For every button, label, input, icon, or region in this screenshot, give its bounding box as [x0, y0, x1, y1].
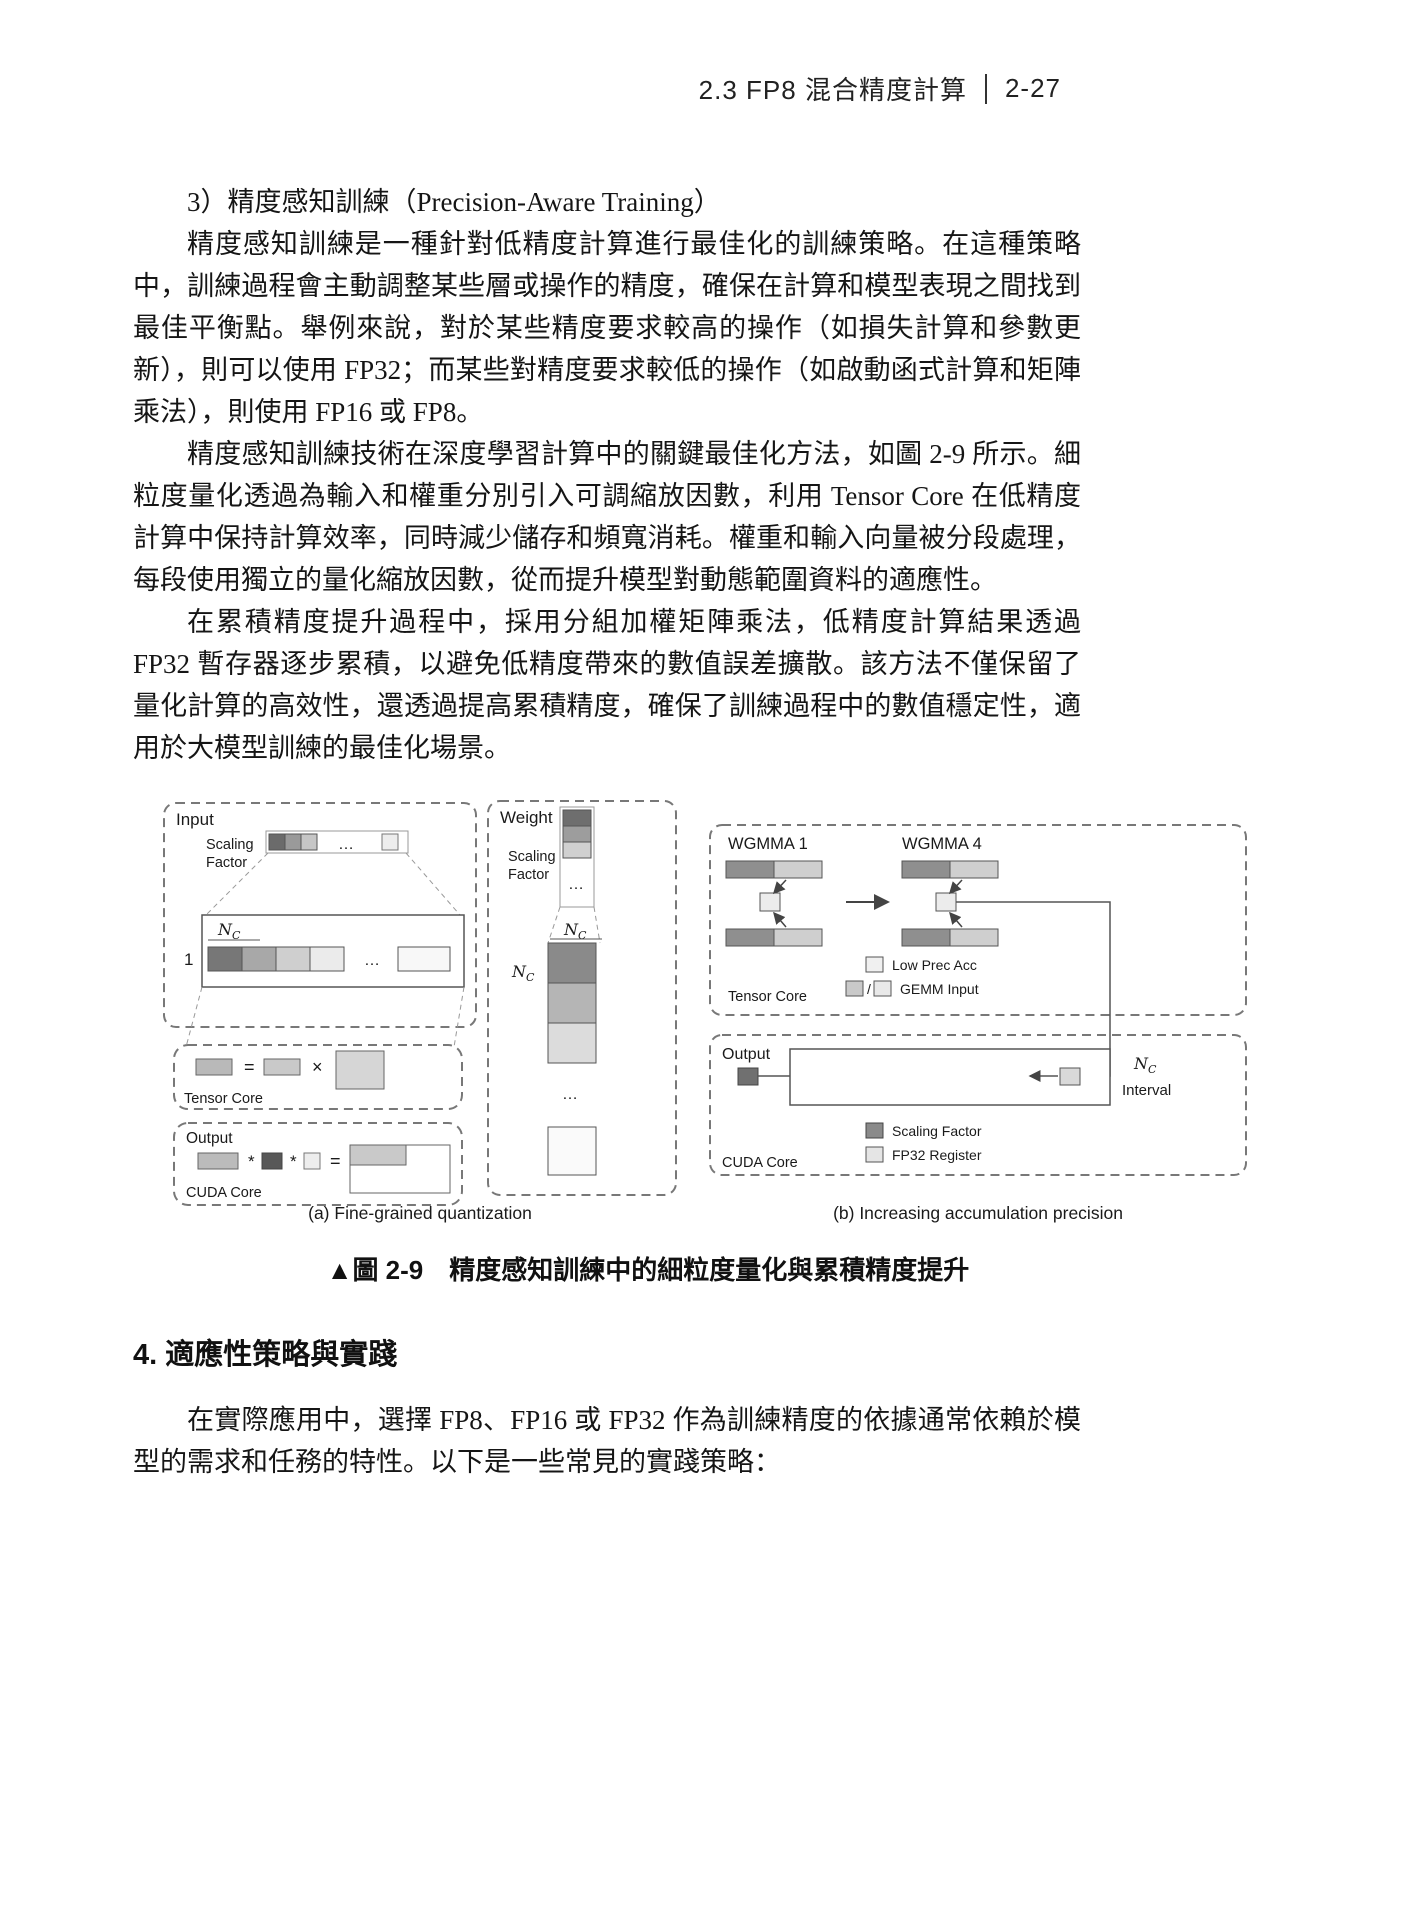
- wgmma1-group: [725, 860, 823, 947]
- svg-text:Factor: Factor: [508, 867, 549, 883]
- nc-label: NC: [563, 920, 587, 942]
- paragraph: 在累積精度提升過程中，採用分組加權矩陣乘法，低精度計算結果透過 FP32 暫存器…: [133, 607, 1081, 763]
- nc-label: NC: [1133, 1054, 1157, 1076]
- input-label: Input: [176, 810, 214, 829]
- section4-heading: 4. 適應性策略與實踐: [133, 1339, 398, 1371]
- cuda-core-label: CUDA Core: [186, 1185, 262, 1201]
- weight-scaling-strip: …: [559, 806, 595, 908]
- cuda-core-label: CUDA Core: [722, 1155, 798, 1171]
- tensor-core-label: Tensor Core: [728, 989, 807, 1005]
- input-scaling-row: …: [265, 830, 409, 854]
- weight-column: …: [547, 942, 597, 1176]
- svg-text:Factor: Factor: [206, 855, 247, 871]
- tensor-core-label: Tensor Core: [184, 1091, 263, 1107]
- input-vector-box: NC 1 …: [184, 914, 465, 988]
- fp32-register-label: FP32 Register: [892, 1147, 982, 1163]
- wgmma1-label: WGMMA 1: [728, 835, 808, 853]
- ellipsis: …: [338, 836, 354, 853]
- output-panel-b: Output NC Interval CUDA Core Scaling Fac…: [709, 1034, 1247, 1176]
- scaling-factor-label: Scaling: [206, 837, 254, 853]
- header-title: 2.3 FP8 混合精度計算: [698, 75, 967, 105]
- slash-sign: /: [867, 981, 871, 997]
- input-panel: Input Scaling Factor … NC: [163, 802, 477, 1048]
- output-panel-a: Output * * = CUDA Core: [173, 1122, 463, 1206]
- paragraph: 在實際應用中，選擇 FP8、FP16 或 FP32 作為訓練精度的依據通常依賴於…: [133, 1405, 1081, 1477]
- paragraph: 精度感知訓練是一種針對低精度計算進行最佳化的訓練策略。在這種策略中，訓練過程會主…: [133, 229, 1081, 427]
- ellipsis: …: [568, 876, 584, 893]
- figure-2-9: Input Scaling Factor … NC: [160, 797, 1250, 1234]
- section3-heading: 3）精度感知訓練（Precision-Aware Training）: [187, 187, 721, 217]
- output-label: Output: [722, 1046, 771, 1063]
- nc-label: NC: [217, 920, 241, 942]
- output-legend: Scaling Factor FP32 Register: [865, 1122, 982, 1163]
- nc-label: NC: [511, 962, 535, 984]
- main-text-block: 3）精度感知訓練（Precision-Aware Training） 精度感知訓…: [133, 181, 1081, 769]
- star-sign: *: [290, 1152, 297, 1171]
- ellipsis: …: [562, 1086, 578, 1103]
- figure-caption: ▲圖 2-9 精度感知訓練中的細粒度量化與累積精度提升: [326, 1255, 970, 1285]
- output-label: Output: [186, 1130, 233, 1147]
- low-prec-acc-label: Low Prec Acc: [892, 957, 977, 973]
- equals-sign: =: [330, 1151, 341, 1171]
- equals-sign: =: [244, 1057, 255, 1077]
- wgmma4-group: [901, 860, 999, 947]
- wgmma-panel: WGMMA 1 WGMMA 4: [709, 824, 1247, 1016]
- page-header: 2.3 FP8 混合精度計算 2-27: [0, 0, 1419, 107]
- header-divider: [984, 73, 987, 104]
- figure-svg: Input Scaling Factor … NC: [163, 800, 1247, 1223]
- subcaption-b: (b) Increasing accumulation precision: [833, 1203, 1123, 1223]
- interval-label: Interval: [1122, 1082, 1171, 1099]
- page-number: 2-27: [1004, 73, 1061, 103]
- paragraph: 精度感知訓練技術在深度學習計算中的關鍵最佳化方法，如圖 2-9 所示。細粒度量化…: [133, 439, 1081, 595]
- wgmma-legend: Low Prec Acc / GEMM Input: [845, 956, 979, 997]
- scaling-factor-legend-label: Scaling Factor: [892, 1123, 982, 1139]
- times-sign: ×: [312, 1057, 323, 1077]
- gemm-input-label: GEMM Input: [900, 981, 979, 997]
- scaling-factor-label: Scaling: [508, 849, 556, 865]
- weight-label: Weight: [500, 808, 553, 827]
- subcaption-a: (a) Fine-grained quantization: [308, 1203, 532, 1223]
- weight-panel: Weight Scaling Factor … NC NC: [487, 800, 677, 1196]
- wgmma4-label: WGMMA 4: [902, 835, 982, 853]
- ellipsis: …: [364, 952, 380, 969]
- star-sign: *: [248, 1152, 255, 1171]
- tensor-core-panel: = × Tensor Core: [173, 1044, 463, 1110]
- row-index-one: 1: [184, 950, 193, 969]
